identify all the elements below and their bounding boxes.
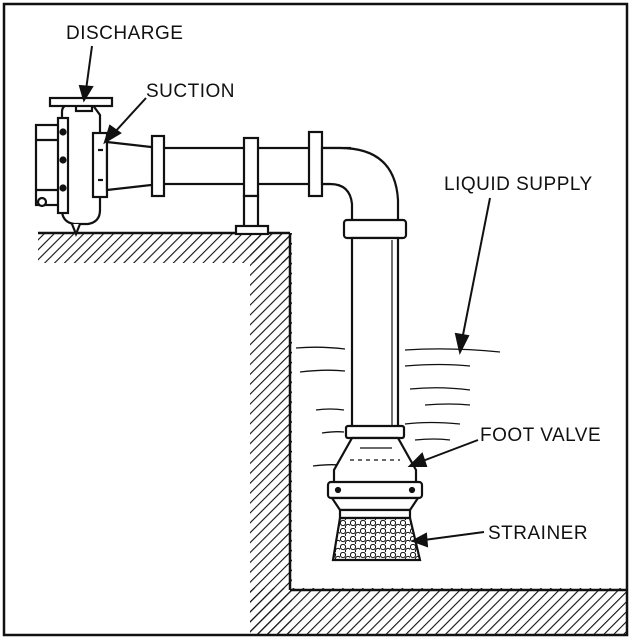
label-strainer: STRAINER bbox=[488, 523, 588, 544]
strainer bbox=[331, 508, 422, 562]
label-foot-valve: FOOT VALVE bbox=[480, 425, 601, 446]
foot-valve bbox=[326, 424, 424, 512]
leader-arrows bbox=[78, 45, 491, 548]
label-discharge: DISCHARGE bbox=[66, 23, 183, 44]
liquid-surface bbox=[295, 346, 501, 467]
label-suction: SUCTION bbox=[146, 81, 235, 102]
pump-body bbox=[34, 96, 114, 237]
label-liquid-supply: LIQUID SUPPLY bbox=[444, 174, 593, 195]
suction-pipe bbox=[105, 130, 408, 430]
